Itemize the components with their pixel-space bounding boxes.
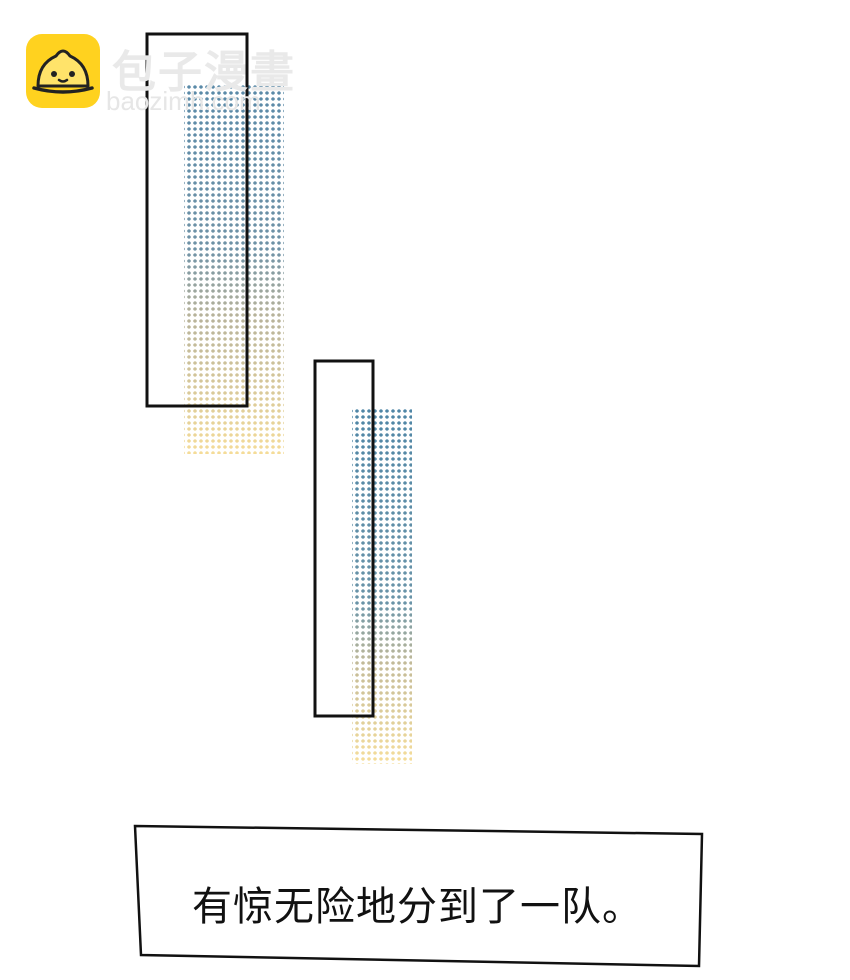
caption-text: 有惊无险地分到了一队。	[192, 884, 643, 930]
halftone-overlay-right	[352, 408, 412, 764]
halftone-overlay-left	[184, 84, 284, 454]
panel-frame-left	[145, 32, 249, 408]
watermark: 包子漫畫 baozimh.com	[26, 34, 326, 116]
steamed-bun-icon	[26, 34, 100, 108]
watermark-title: 包子漫畫	[112, 47, 296, 98]
panel-frame-right	[313, 359, 375, 718]
caption-box-frame	[133, 824, 704, 968]
watermark-url: baozimh.com	[106, 86, 261, 116]
